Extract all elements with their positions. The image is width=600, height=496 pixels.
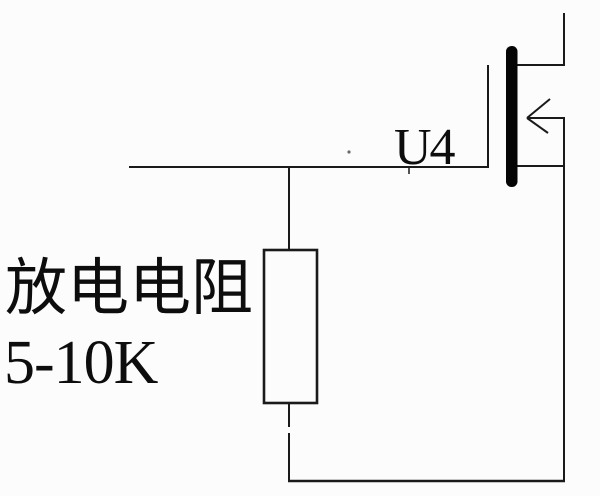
mosfet-channel-bar [506, 46, 518, 187]
resistor-name-label: 放电电阻 [5, 255, 254, 323]
stray-dot [347, 150, 351, 154]
mosfet-ref-label: U4 [394, 119, 456, 176]
body-arrow-barb-upper [526, 98, 551, 119]
resistor-body [262, 248, 319, 405]
body-arrow-barb-lower [526, 117, 549, 134]
resistor-value-label: 5-10K [4, 329, 158, 397]
